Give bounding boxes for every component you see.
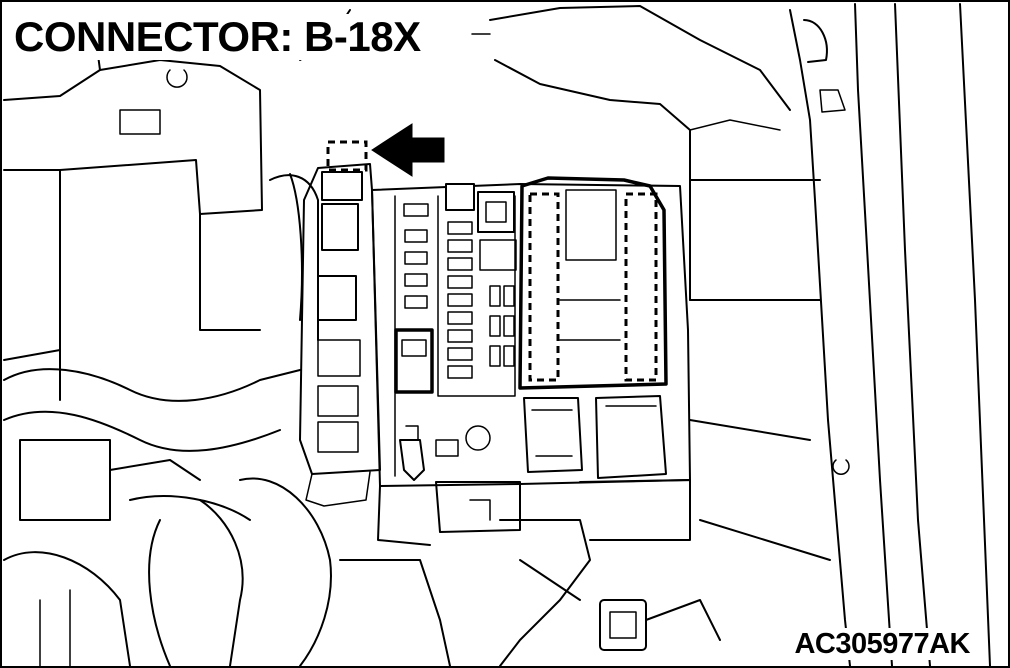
pointer-arrow-icon bbox=[371, 123, 445, 177]
wiring-harness bbox=[3, 368, 721, 667]
connector-b18x bbox=[326, 140, 368, 172]
relay-box bbox=[371, 176, 691, 546]
fuse-column bbox=[404, 221, 517, 379]
left-components bbox=[3, 9, 351, 401]
reference-code: AC305977AK bbox=[790, 628, 974, 660]
connector-title: CONNECTOR: B-18X bbox=[12, 14, 427, 60]
body-panel bbox=[789, 3, 991, 667]
inner-structure bbox=[489, 5, 831, 561]
fuse-strip bbox=[299, 163, 381, 507]
